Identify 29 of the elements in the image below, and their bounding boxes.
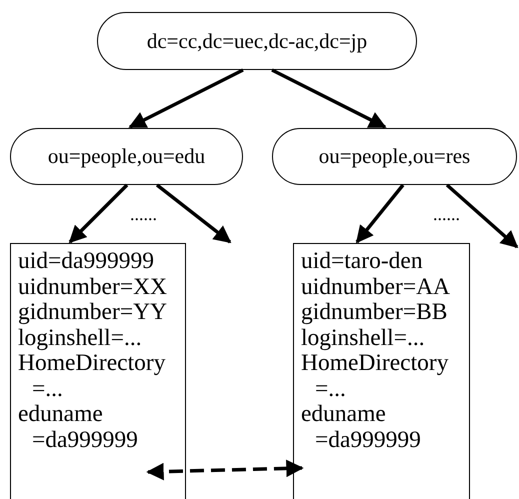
rounded-node — [97, 12, 417, 70]
attribute-text: loginshell=... — [301, 326, 426, 351]
arrow — [156, 184, 232, 244]
rounded-node — [10, 128, 243, 185]
attribute-text: eduname =da999999 — [18, 402, 139, 453]
attribute-text: uid=da999999 — [18, 249, 155, 274]
arrow — [446, 184, 518, 248]
ellipsis-text: ...... — [130, 205, 157, 223]
attribute-text: uidnumber=XX — [18, 274, 168, 300]
node-label: ou=people,ou=res — [318, 144, 470, 169]
dashed-arrow — [146, 460, 304, 480]
entry-box — [293, 243, 470, 499]
attribute-text: loginshell=... — [18, 326, 143, 351]
attribute-text: uid=taro-den — [301, 249, 424, 274]
arrow — [271, 68, 387, 129]
arrow — [68, 184, 128, 244]
attribute-text: uidnumber=AA — [301, 274, 452, 300]
entry-box — [10, 243, 186, 499]
attribute-text: gidnumber=BB — [301, 300, 448, 326]
arrow — [128, 68, 244, 129]
node-label: dc=cc,dc=uec,dc-ac,dc=jp — [146, 28, 368, 54]
arrow — [356, 184, 404, 244]
attribute-text: gidnumber=YY — [18, 300, 168, 326]
attribute-text: HomeDirectory =... — [301, 351, 450, 402]
node-label: ou=people,ou=edu — [48, 144, 206, 169]
attribute-text: eduname =da999999 — [301, 402, 422, 453]
rounded-node — [272, 128, 517, 185]
ellipsis-text: ...... — [433, 205, 460, 223]
attribute-text: HomeDirectory =... — [18, 351, 166, 402]
